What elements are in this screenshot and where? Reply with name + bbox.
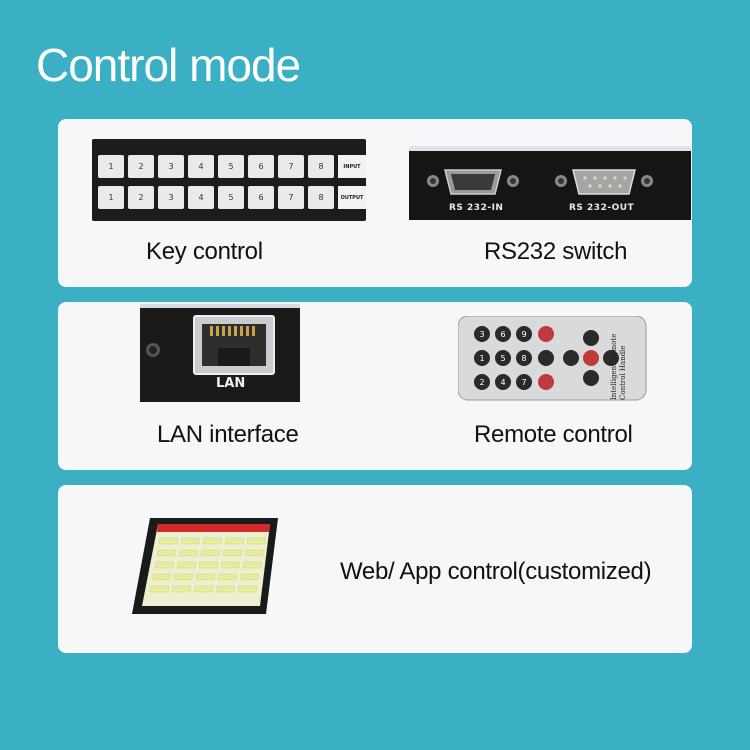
lan-panel	[140, 304, 300, 402]
remote-dpad-right[interactable]	[603, 350, 619, 366]
input-key-5[interactable]: 5	[218, 155, 244, 178]
remote-button-3[interactable]: 3	[474, 326, 490, 342]
key-control-label: Key control	[146, 238, 263, 265]
remote-button-red-top[interactable]	[538, 326, 554, 342]
input-key-2[interactable]: 2	[128, 155, 154, 178]
output-key-8[interactable]: 8	[308, 186, 334, 209]
output-key-7[interactable]: 7	[278, 186, 304, 209]
remote-dpad-left[interactable]	[563, 350, 579, 366]
lan-panel-edge	[140, 304, 300, 308]
remote-button-dark[interactable]	[538, 350, 554, 366]
remote-button-8[interactable]: 8	[516, 350, 532, 366]
remote-side-text: Intelligent Remote Control Handle	[610, 333, 627, 400]
remote-button-mute[interactable]	[538, 374, 554, 390]
remote-ok-button[interactable]	[583, 350, 599, 366]
output-tag: OUTPUT	[338, 186, 366, 209]
rs232-panel: RS 232-IN RS 232-OUT	[409, 146, 691, 220]
rs232-out-label: RS 232-OUT	[569, 203, 635, 213]
remote-button-5[interactable]: 5	[495, 350, 511, 366]
remote-dpad-down[interactable]	[583, 370, 599, 386]
rs232-panel-edge	[409, 146, 691, 151]
input-key-row: 1 2 3 4 5 6 7 8	[98, 155, 334, 178]
remote-button-7[interactable]: 7	[516, 374, 532, 390]
input-tag: INPUT	[338, 155, 366, 178]
input-key-3[interactable]: 3	[158, 155, 184, 178]
remote-button-6[interactable]: 6	[495, 326, 511, 342]
rs232-label: RS232 switch	[484, 238, 628, 265]
lan-label: LAN interface	[157, 421, 299, 448]
output-key-5[interactable]: 5	[218, 186, 244, 209]
output-key-4[interactable]: 4	[188, 186, 214, 209]
web-app-label: Web/ App control(customized)	[340, 558, 652, 585]
remote-button-4[interactable]: 4	[495, 374, 511, 390]
input-key-1[interactable]: 1	[98, 155, 124, 178]
page-title: Control mode	[36, 39, 301, 91]
db9-connectors-icon	[427, 169, 653, 195]
rs232-in-label: RS 232-IN	[449, 203, 504, 213]
ethernet-port-icon	[146, 315, 275, 375]
output-key-2[interactable]: 2	[128, 186, 154, 209]
input-key-7[interactable]: 7	[278, 155, 304, 178]
remote-button-1[interactable]: 1	[474, 350, 490, 366]
lan-port-label: LAN	[216, 376, 246, 391]
remote-label: Remote control	[474, 421, 633, 448]
remote-button-2[interactable]: 2	[474, 374, 490, 390]
remote-button-9[interactable]: 9	[516, 326, 532, 342]
key-control-panel: 1 2 3 4 5 6 7 8 INPUT 1 2 3 4 5 6 7 8 OU…	[92, 139, 366, 221]
input-key-6[interactable]: 6	[248, 155, 274, 178]
input-key-8[interactable]: 8	[308, 155, 334, 178]
output-key-6[interactable]: 6	[248, 186, 274, 209]
output-key-3[interactable]: 3	[158, 186, 184, 209]
output-key-1[interactable]: 1	[98, 186, 124, 209]
tablet-app-icon	[132, 518, 278, 614]
input-key-4[interactable]: 4	[188, 155, 214, 178]
output-key-row: 1 2 3 4 5 6 7 8	[98, 186, 334, 209]
remote-dpad-up[interactable]	[583, 330, 599, 346]
